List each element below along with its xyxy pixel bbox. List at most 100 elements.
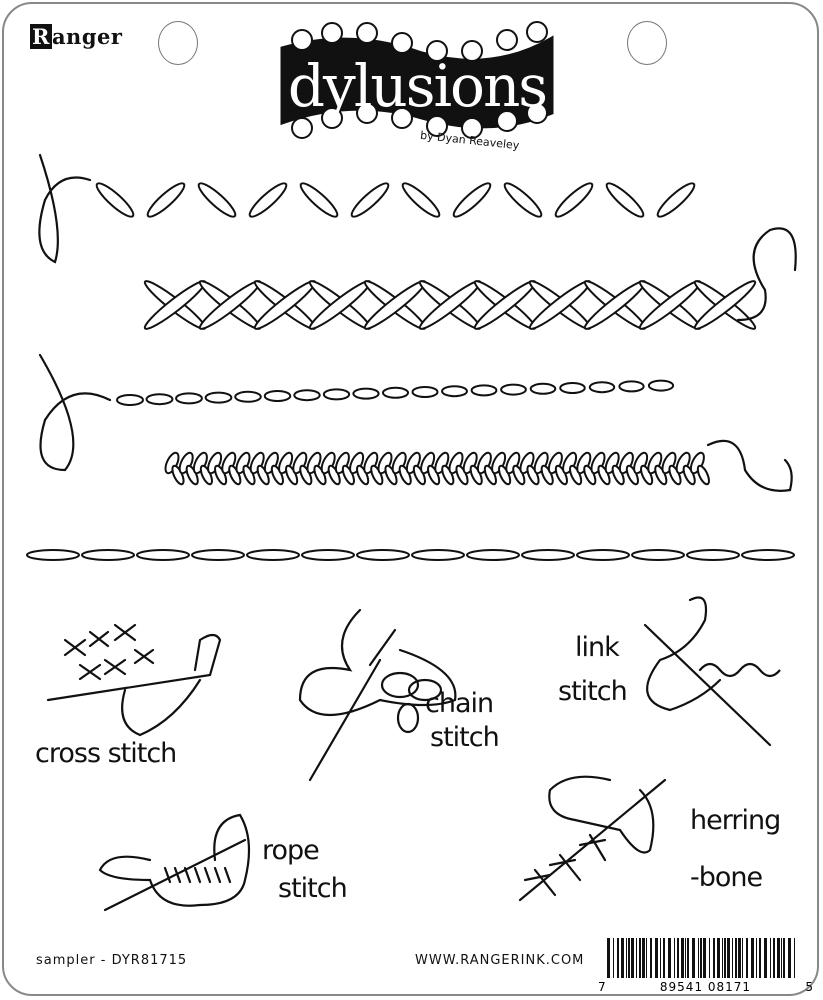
running-stitch — [618, 380, 645, 393]
barcode-left-digit: 7 — [598, 980, 606, 994]
label-cross-stitch: cross stitch — [35, 738, 177, 769]
barcode-bar — [650, 938, 652, 978]
barcode-bar — [703, 938, 706, 978]
feather-stitch — [221, 451, 237, 475]
barcode-bar — [636, 938, 637, 978]
label-chain-stitch: stitch — [430, 722, 500, 753]
barcode-bar — [713, 938, 715, 978]
feather-stitch — [696, 464, 710, 486]
running-stitch — [500, 383, 527, 396]
label-herring: herring — [690, 805, 781, 836]
feather-stitch — [661, 451, 677, 475]
barcode-bar — [617, 938, 619, 978]
barcode-bar — [613, 938, 614, 978]
long-dash-stitch — [191, 549, 245, 561]
feather-stitch — [391, 451, 407, 475]
running-stitch — [529, 382, 557, 395]
cross-stitch-illustration — [46, 623, 222, 737]
running-stitch — [175, 392, 203, 405]
running-stitch — [441, 385, 468, 398]
barcode-bar — [700, 938, 702, 978]
logo-title: dylusions — [288, 52, 546, 120]
long-dash-stitch — [136, 549, 190, 561]
feather-stitch — [263, 451, 279, 475]
running-stitch — [470, 384, 498, 397]
barcode-bar — [709, 938, 710, 978]
feather-stitch — [249, 451, 265, 475]
feather-stitch — [448, 451, 464, 475]
feather-stitch — [604, 451, 620, 475]
running-stitch — [411, 386, 439, 398]
running-stitch — [263, 390, 292, 402]
feather-stitch — [178, 451, 194, 475]
dylusions-logo: dylusions — [280, 21, 554, 139]
running-stitch — [204, 391, 233, 404]
feather-stitch — [491, 451, 507, 475]
barcode-bar — [655, 938, 658, 978]
running-stitch — [116, 394, 144, 406]
feather-stitch — [547, 451, 563, 475]
long-dash-stitch — [301, 549, 355, 561]
barcode-bar — [773, 938, 775, 978]
feather-stitch — [533, 451, 549, 475]
barcode-bar — [742, 938, 743, 978]
barcode-bar — [764, 938, 767, 978]
feather-stitch — [675, 451, 691, 475]
running-stitch — [559, 382, 586, 394]
website: WWW.RANGERINK.COM — [415, 953, 585, 968]
feather-stitch — [377, 451, 393, 475]
barcode-bar — [642, 938, 645, 978]
long-dash-stitch — [81, 549, 135, 561]
barcode-bar — [681, 938, 684, 978]
feather-stitch — [505, 451, 521, 475]
feather-stitch — [420, 451, 436, 475]
feather-stitch — [363, 451, 379, 475]
slanted-stitch — [452, 182, 492, 218]
barcode-bar — [746, 938, 748, 978]
long-dash-stitch — [521, 549, 575, 561]
slanted-stitch — [656, 182, 696, 218]
label-rope-stitch: stitch — [278, 873, 348, 904]
barcode-bar — [621, 938, 624, 978]
running-stitch — [352, 387, 380, 400]
label-link: link — [575, 632, 620, 663]
feather-stitch — [278, 451, 294, 475]
ranger-initial: R — [30, 24, 52, 49]
barcode-bar — [717, 938, 720, 978]
feather-stitch — [562, 451, 578, 475]
feather-stitch — [207, 451, 223, 475]
thread-curl — [706, 439, 793, 492]
feather-stitch — [320, 451, 336, 475]
barcode-bar — [674, 938, 675, 978]
running-stitch — [647, 379, 675, 392]
hanging-hole-right — [627, 21, 667, 65]
barcode-bar — [639, 938, 641, 978]
barcode-bar — [777, 938, 780, 978]
barcode — [607, 938, 795, 978]
label-link-stitch: stitch — [558, 676, 628, 707]
running-stitch — [145, 393, 174, 406]
barcode-bar — [724, 938, 726, 978]
barcode-bar — [628, 938, 630, 978]
long-dash-stitch — [411, 549, 465, 561]
long-dash-stitch — [576, 549, 630, 561]
feather-stitch — [590, 451, 606, 475]
feather-stitch — [164, 451, 180, 475]
chain-stitch-illustration — [298, 608, 457, 782]
feather-stitch — [647, 451, 663, 475]
herringbone-illustration — [518, 775, 667, 902]
feather-stitch — [349, 451, 365, 475]
barcode-bar — [668, 938, 671, 978]
long-dash-stitch — [741, 549, 795, 561]
slanted-stitch — [503, 182, 543, 218]
product-code: sampler - DYR81715 — [36, 953, 188, 968]
slanted-stitch — [146, 182, 186, 218]
feather-stitch — [334, 451, 350, 475]
thread-curl — [38, 353, 112, 472]
barcode-bar — [770, 938, 771, 978]
barcode-bar — [722, 938, 723, 978]
barcode-bar — [727, 938, 730, 978]
long-dash-stitch — [686, 549, 740, 561]
barcode-bar — [794, 938, 795, 978]
feather-stitch — [462, 451, 478, 475]
